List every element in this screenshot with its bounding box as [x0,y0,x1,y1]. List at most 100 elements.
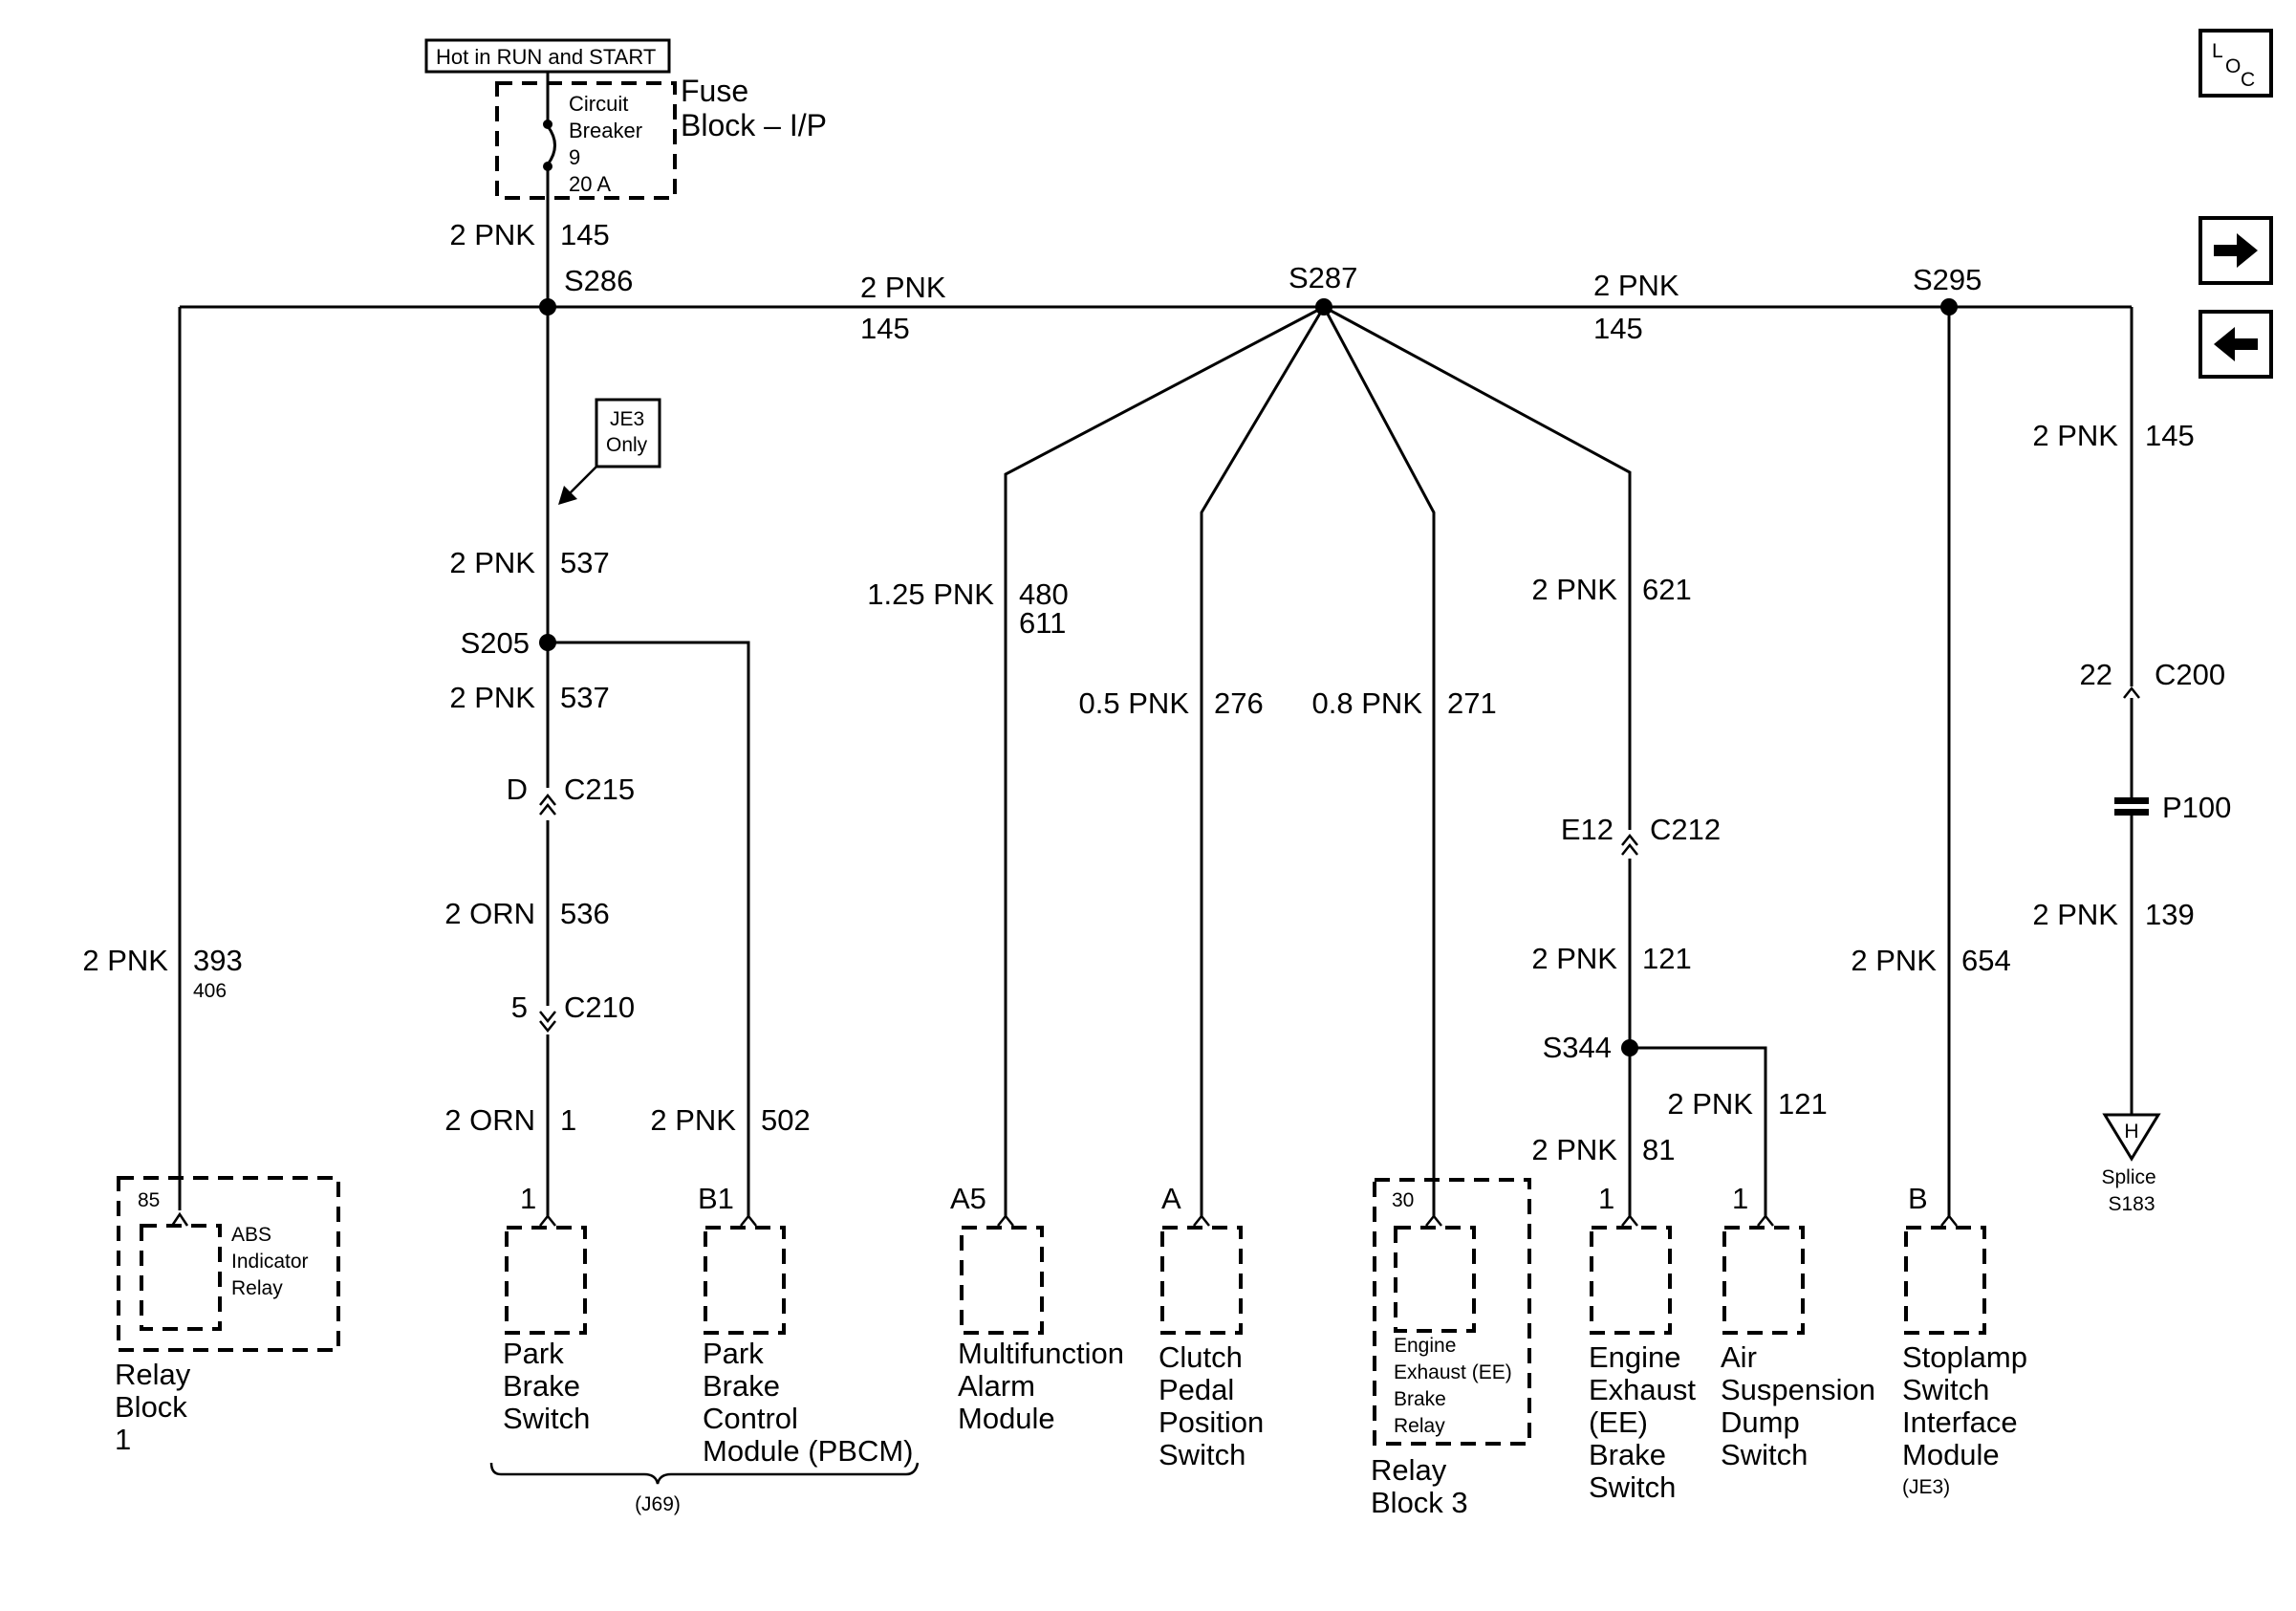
svg-text:85: 85 [138,1189,160,1211]
connector-c210: 5 C210 [511,991,635,1034]
wire-406-num: 406 [193,980,227,1002]
wire-1-size: 2 ORN [444,1103,535,1137]
svg-text:C200: C200 [2155,658,2225,691]
loc-icon[interactable]: L O C [2199,29,2273,98]
wire-121-num-b: 121 [1778,1087,1828,1121]
relay-block-1: 85 ABS Indicator Relay Relay Block 1 [115,1176,340,1456]
wire-145-size-right: 2 PNK [1593,269,1679,302]
stoplamp-je3-note: (JE3) [1902,1476,1950,1498]
svg-text:E12: E12 [1561,813,1614,846]
svg-text:B: B [1908,1182,1928,1215]
wire-81-size: 2 PNK [1531,1133,1617,1166]
arrow-left-icon[interactable] [2199,310,2273,379]
svg-text:1: 1 [1598,1182,1614,1215]
s287-fanout [1004,305,1632,1216]
wire-537-num-b: 537 [560,681,610,714]
splice-s205: S205 [461,626,556,660]
wire-654-size: 2 PNK [1851,944,1937,977]
wire-621-size: 2 PNK [1531,573,1617,606]
svg-text:22: 22 [2080,658,2112,691]
stoplamp-switch-interface-module: B Stoplamp Switch Interface Module (JE3) [1902,1182,2036,1498]
wire-536-size: 2 ORN [444,897,535,930]
connector-c215: D C215 [507,773,635,816]
svg-text:(J69): (J69) [635,1493,681,1515]
clutch-pedal-position-switch-label: Clutch Pedal Position Switch [1159,1340,1272,1471]
connector-c212: E12 C212 [1561,813,1721,856]
relay-block-3-label: Relay Block 3 [1371,1453,1468,1519]
svg-text:30: 30 [1392,1189,1414,1211]
svg-text:A: A [1161,1182,1181,1215]
pbcm-label: Park Brake Control Module (PBCM) [703,1337,914,1468]
air-suspension-dump-switch-label: Air Suspension Dump Switch [1721,1340,1884,1471]
air-suspension-dump-switch: 1 Air Suspension Dump Switch [1721,1182,1884,1471]
wire-502-size: 2 PNK [650,1103,736,1137]
engine-exhaust-brake-switch-label: Engine Exhaust (EE) Brake Switch [1589,1340,1704,1504]
park-brake-switch: 1 Park Brake Switch [503,1182,590,1435]
wire-145-num-left: 145 [860,312,910,345]
wire-537-num-a: 537 [560,546,610,579]
multifunction-alarm-module-label: Multifunction Alarm Module [958,1337,1133,1435]
splice-s287: S287 [1289,261,1357,316]
wire-276-num: 276 [1214,686,1264,720]
wire-393-size: 2 PNK [82,944,168,977]
je3-only-note: JE3 Only [558,398,661,505]
clutch-pedal-position-switch: A Clutch Pedal Position Switch [1159,1182,1272,1471]
fuse-block-ip-label: Fuse Block – I/P [681,74,827,142]
svg-text:5: 5 [511,991,528,1024]
wire-502-num: 502 [761,1103,811,1137]
wire-271-size: 0.8 PNK [1312,686,1423,720]
svg-text:Engine Exhaust (EE): Engine Exhaust (EE) Brake Relay [1394,1335,1518,1437]
fuse-block: Hot in RUN and START Circuit Breaker 9 2… [424,38,827,200]
trunk-wire [180,198,2134,686]
svg-text:A5: A5 [950,1182,986,1215]
svg-text:1: 1 [1732,1182,1748,1215]
svg-text:S205: S205 [461,626,530,660]
wire-537-size-a: 2 PNK [449,546,535,579]
connector-p100: P100 [2114,791,2231,824]
wire-145-size-left: 2 PNK [860,271,946,304]
wire-537-size-b: 2 PNK [449,681,535,714]
svg-text:S286: S286 [564,264,633,297]
svg-text:ABS Indicator Rela: ABS Indicator Relay [231,1224,314,1299]
wire-121-num-a: 121 [1642,942,1692,975]
wire-621-num: 621 [1642,573,1692,606]
wire-145-num-right-branch: 145 [2145,419,2195,452]
wire-654-num: 654 [1961,944,2011,977]
svg-text:C215: C215 [564,773,635,806]
wire-1-num: 1 [560,1103,576,1137]
wire-393-num: 393 [193,944,243,977]
svg-text:H: H [2124,1121,2138,1143]
svg-text:Splice S183: Splice S183 [2101,1166,2161,1215]
wire-480-size: 1.25 PNK [867,577,994,611]
splice-s286: S286 [539,264,633,316]
park-brake-switch-label: Park Brake Switch [503,1337,590,1435]
j69-bracket: (J69) [489,1462,920,1515]
wire-139-size: 2 PNK [2032,898,2118,931]
svg-text:O: O [2225,55,2241,77]
svg-text:S295: S295 [1913,263,1982,296]
engine-exhaust-brake-switch: 1 Engine Exhaust (EE) Brake Switch [1589,1182,1704,1504]
svg-text:D: D [507,773,528,806]
svg-text:C: C [2241,69,2255,91]
multifunction-alarm-module: A5 Multifunction Alarm Module [950,1182,1133,1435]
connector-c200: 22 C200 [2080,658,2225,797]
svg-text:B1: B1 [698,1182,734,1215]
wire-145-size-right-branch: 2 PNK [2032,419,2118,452]
wire-145-size-top: 2 PNK [449,218,535,251]
svg-text:S344: S344 [1543,1031,1612,1064]
wire-121-size-b: 2 PNK [1667,1087,1753,1121]
wire-536-num: 536 [560,897,610,930]
svg-text:P100: P100 [2162,791,2231,824]
arrow-right-icon[interactable] [2199,216,2273,285]
splice-s183: H Splice S183 [2101,1113,2161,1215]
wire-81-num: 81 [1642,1133,1675,1166]
hot-in-run-start-label: Hot in RUN and START [436,45,656,69]
stoplamp-switch-interface-module-label: Stoplamp Switch Interface Module [1902,1340,2036,1471]
svg-text:JE3 Only: JE3 Only [606,408,650,456]
splice-s295: S295 [1913,263,1982,316]
wire-145-num-top: 145 [560,218,610,251]
svg-text:L: L [2212,40,2223,62]
wire-611-num: 611 [1019,606,1066,640]
wire-271-num: 271 [1447,686,1497,720]
svg-text:S287: S287 [1289,261,1357,294]
